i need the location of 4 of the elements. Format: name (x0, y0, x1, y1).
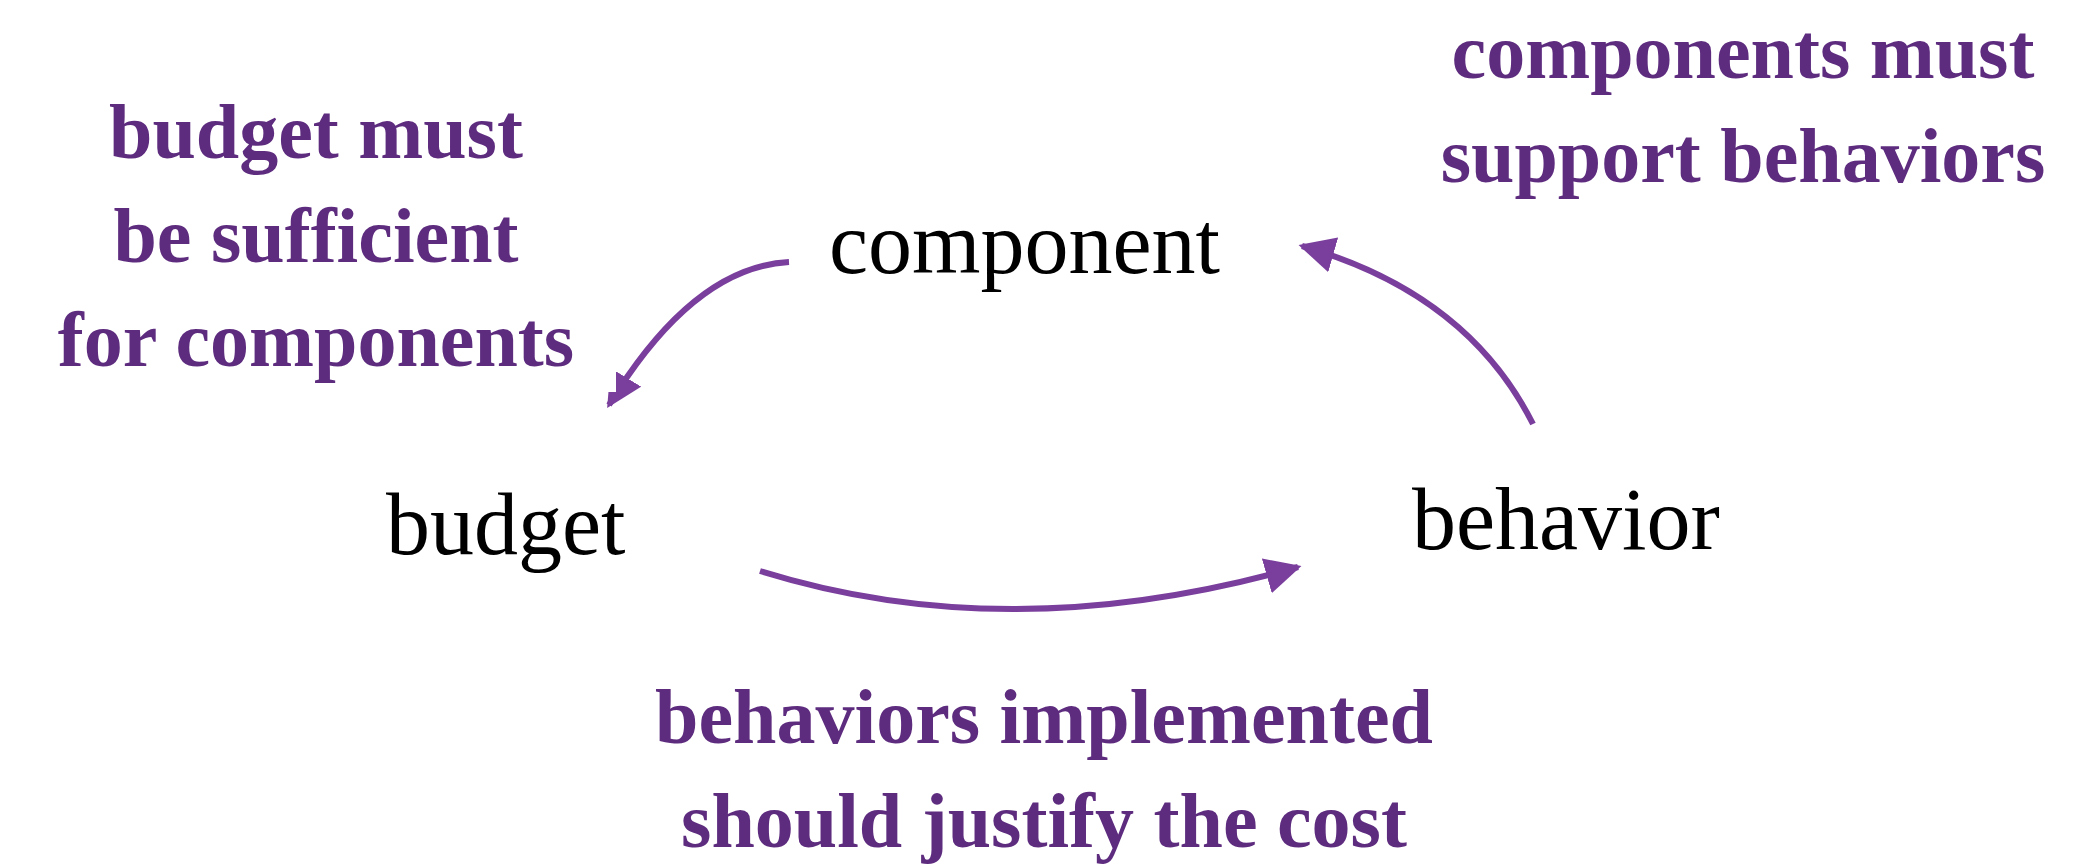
curved-arrow (759, 557, 1302, 612)
curved-arrow (1298, 238, 1536, 426)
node-label: behavior (1412, 476, 1720, 564)
curved-arrow (606, 259, 790, 409)
